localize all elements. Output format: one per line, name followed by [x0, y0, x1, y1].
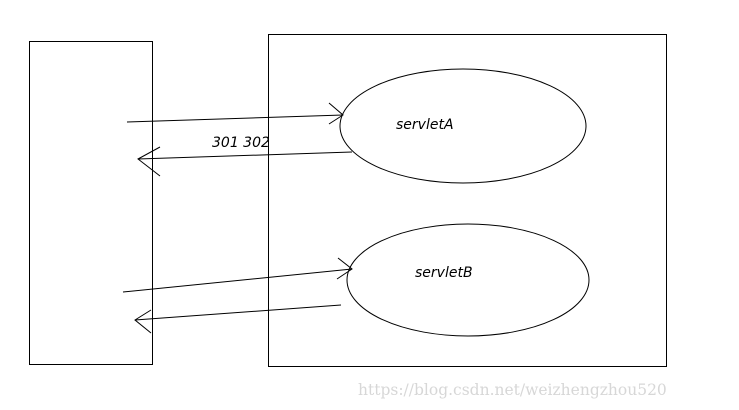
- server-box: [268, 34, 667, 367]
- status-codes-label: 301 302: [212, 135, 270, 151]
- request-arrow-b: [122, 257, 353, 293]
- redirect-response-arrow: [137, 146, 353, 177]
- response-arrow-b: [134, 304, 342, 334]
- watermark-text: https://blog.csdn.net/weizhengzhou520: [358, 381, 667, 399]
- request-arrow-a: [126, 102, 344, 125]
- servlet-a-label: servletA: [396, 117, 454, 133]
- servlet-b-ellipse: [346, 223, 590, 337]
- servlet-a-ellipse: [339, 68, 587, 184]
- client-box: [29, 41, 153, 365]
- servlet-b-label: servletB: [415, 265, 473, 281]
